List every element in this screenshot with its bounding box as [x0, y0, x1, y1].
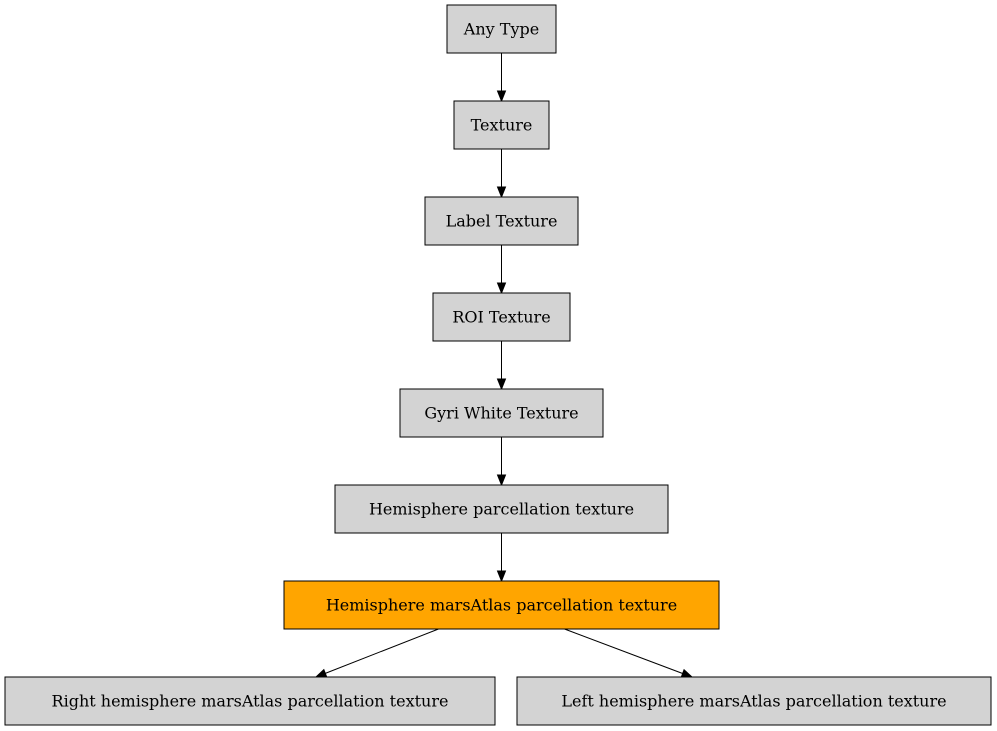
- node-label: Right hemisphere marsAtlas parcellation …: [52, 692, 449, 711]
- edge-hemisphere-parcellation-texture-to-hemisphere-marsatlas-parcellation-texture: [496, 533, 507, 583]
- node-box: [283, 580, 720, 630]
- node-box: [446, 4, 557, 54]
- node-box: [4, 676, 496, 726]
- edge-line: [325, 628, 439, 674]
- node-label: Any Type: [463, 20, 539, 39]
- node-box: [453, 100, 550, 150]
- arrowhead-icon: [314, 668, 328, 678]
- node-hemisphere-parcellation-texture[interactable]: Hemisphere parcellation texture: [334, 484, 669, 534]
- edges-layer: [314, 53, 694, 678]
- edge-hemisphere-marsatlas-parcellation-texture-to-right-hemisphere-marsatlas-parcellation-texture: [314, 628, 439, 678]
- node-any-type[interactable]: Any Type: [446, 4, 557, 54]
- node-label: Hemisphere marsAtlas parcellation textur…: [326, 596, 677, 615]
- node-box: [334, 484, 669, 534]
- node-right-hemisphere-marsatlas-parcellation-texture[interactable]: Right hemisphere marsAtlas parcellation …: [4, 676, 496, 726]
- node-box: [432, 292, 571, 342]
- node-box: [424, 196, 579, 246]
- edge-label-texture-to-roi-texture: [496, 245, 507, 295]
- edge-hemisphere-marsatlas-parcellation-texture-to-left-hemisphere-marsatlas-parcellation-texture: [564, 628, 694, 678]
- arrowhead-icon: [680, 668, 694, 678]
- edge-line: [564, 628, 683, 674]
- arrowhead-icon: [496, 186, 507, 199]
- node-left-hemisphere-marsatlas-parcellation-texture[interactable]: Left hemisphere marsAtlas parcellation t…: [516, 676, 992, 726]
- node-label-texture[interactable]: Label Texture: [424, 196, 579, 246]
- node-box: [399, 388, 604, 438]
- node-label: Texture: [471, 116, 533, 135]
- node-gyri-white-texture[interactable]: Gyri White Texture: [399, 388, 604, 438]
- node-label: ROI Texture: [452, 308, 550, 327]
- node-label: Gyri White Texture: [424, 404, 578, 423]
- arrowhead-icon: [496, 282, 507, 295]
- node-hemisphere-marsatlas-parcellation-texture[interactable]: Hemisphere marsAtlas parcellation textur…: [283, 580, 720, 630]
- edge-texture-to-label-texture: [496, 149, 507, 199]
- arrowhead-icon: [496, 570, 507, 583]
- node-label: Hemisphere parcellation texture: [369, 500, 634, 519]
- node-label: Left hemisphere marsAtlas parcellation t…: [561, 692, 946, 711]
- edge-any-type-to-texture: [496, 53, 507, 103]
- edge-roi-texture-to-gyri-white-texture: [496, 341, 507, 391]
- node-roi-texture[interactable]: ROI Texture: [432, 292, 571, 342]
- arrowhead-icon: [496, 90, 507, 103]
- arrowhead-icon: [496, 378, 507, 391]
- node-box: [516, 676, 992, 726]
- node-label: Label Texture: [446, 212, 558, 231]
- edge-gyri-white-texture-to-hemisphere-parcellation-texture: [496, 437, 507, 487]
- node-texture[interactable]: Texture: [453, 100, 550, 150]
- arrowhead-icon: [496, 474, 507, 487]
